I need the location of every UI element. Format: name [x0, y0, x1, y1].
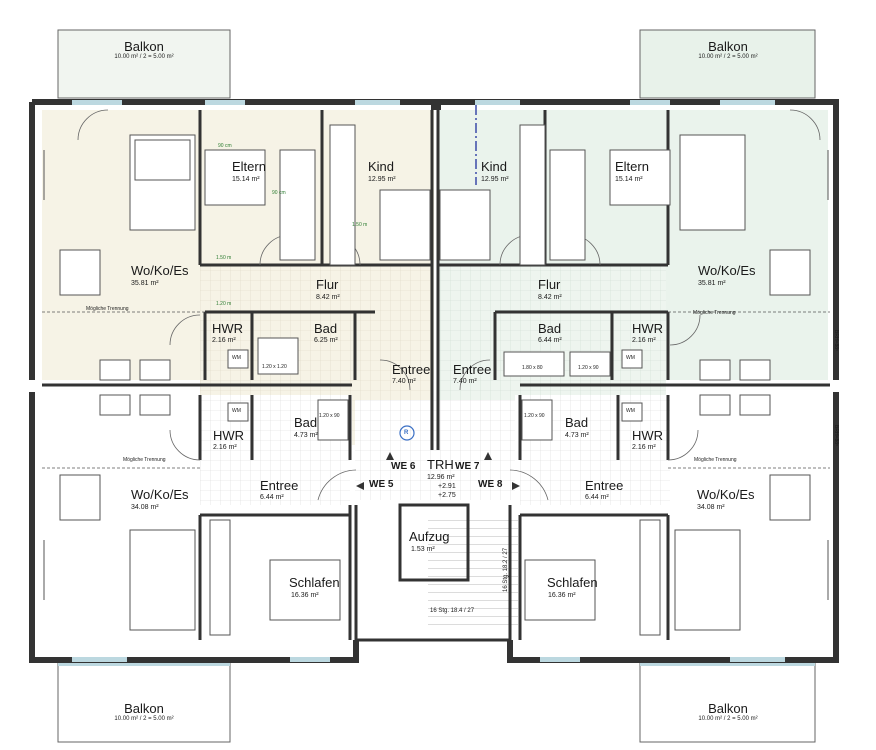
shower-tl: 1.20 x 1.20	[262, 364, 287, 370]
balkon-bl-name: Balkon	[124, 701, 164, 716]
tl-flur-area: 8.42 m²	[316, 294, 340, 301]
tr-entree-area: 7.40 m²	[453, 378, 477, 385]
outer-wall-windows	[72, 100, 785, 662]
trh-name: TRH	[427, 457, 454, 472]
bl-hwr-name: HWR	[213, 428, 245, 443]
tr-eltern-name: Eltern	[615, 159, 649, 174]
br-bad-name: Bad	[565, 415, 589, 430]
trennung-bl: Mögliche Trennung	[123, 457, 166, 463]
bath-tr: 1.80 x 80	[522, 365, 543, 371]
tl-wohn-area: 35.81 m²	[131, 280, 159, 287]
br-hwr-name: HWR	[632, 428, 664, 443]
wm-tr: WM	[626, 355, 635, 361]
tr-entree-name: Entree	[453, 362, 492, 377]
bl-bad-name: Bad	[294, 415, 318, 430]
trennung-lines	[42, 311, 830, 469]
br-wohn-name: Wo/Ko/Es	[697, 487, 755, 502]
aufzug-area: 1.53 m²	[411, 546, 435, 553]
trennung-tr: Mögliche Trennung	[693, 310, 736, 316]
balkon-br-name: Balkon	[708, 701, 748, 716]
br-entree-name: Entree	[585, 478, 624, 493]
balkon-tr-area: 10.00 m² / 2 = 5.00 m²	[698, 54, 758, 60]
tl-flur-name: Flur	[316, 277, 339, 292]
we6-label: WE 6	[391, 461, 416, 472]
tl-eltern-area: 15.14 m²	[232, 176, 260, 183]
brh-upper: BRH=88⁵	[833, 330, 839, 352]
bl-wohn-area: 34.08 m²	[131, 504, 159, 511]
brh-lower: BRH=88⁵	[833, 425, 839, 447]
tr-kind-area: 12.95 m²	[481, 176, 509, 183]
wm-tl: WM	[232, 355, 241, 361]
trennung-tl: Mögliche Trennung	[86, 306, 129, 312]
tl-kind-name: Kind	[368, 159, 395, 174]
tr-flur-area: 8.42 m²	[538, 294, 562, 301]
furniture	[59, 124, 811, 636]
balkon-bl-area: 10.00 m² / 2 = 5.00 m²	[114, 716, 174, 722]
shower-tr: 1.20 x 90	[578, 365, 599, 371]
dim-90-b: 90 cm	[272, 190, 286, 196]
br-bad-area: 4.73 m²	[565, 432, 589, 439]
br-hwr-area: 2.16 m²	[632, 444, 656, 451]
bl-entree-area: 6.44 m²	[260, 494, 284, 501]
level-lower: +2.75	[438, 492, 456, 499]
tr-eltern-area: 15.14 m²	[615, 176, 643, 183]
tl-entree-area: 7.40 m²	[392, 378, 416, 385]
br-schlafen-name: Schlafen	[547, 575, 598, 590]
interior-walls	[42, 110, 830, 660]
balkon-tr-name: Balkon	[708, 39, 748, 54]
we5-label: WE 5	[369, 479, 394, 490]
tl-eltern-name: Eltern	[232, 159, 266, 174]
room-fills	[42, 110, 830, 655]
tl-bad-name: Bad	[314, 321, 338, 336]
tl-hwr-area: 2.16 m²	[212, 337, 236, 344]
stair-label-lower: 16 Stg. 18.4 / 27	[430, 608, 475, 614]
br-schlafen-area: 16.36 m²	[548, 592, 576, 599]
bl-hwr-area: 2.16 m²	[213, 444, 237, 451]
balkon-tl-name: Balkon	[124, 39, 164, 54]
dim-150-a: 1.50 m	[216, 255, 232, 261]
balkon-br-area: 10.00 m² / 2 = 5.00 m²	[698, 716, 758, 722]
balconies	[57, 29, 816, 743]
tr-flur-name: Flur	[538, 277, 561, 292]
dim-120: 1.20 m	[216, 301, 232, 307]
trh-area: 12.96 m²	[427, 474, 455, 481]
wm-br: WM	[626, 408, 635, 414]
shower-bl: 1.20 x 90	[319, 413, 340, 419]
bl-schlafen-area: 16.36 m²	[291, 592, 319, 599]
dim-90-a: 90 cm	[218, 143, 232, 149]
tl-hwr-name: HWR	[212, 321, 244, 336]
br-entree-area: 6.44 m²	[585, 494, 609, 501]
bl-wohn-name: Wo/Ko/Es	[131, 487, 189, 502]
tl-bad-area: 6.25 m²	[314, 337, 338, 344]
aufzug-name: Aufzug	[409, 529, 450, 544]
side-windows	[43, 150, 829, 600]
balkon-tl-area: 10.00 m² / 2 = 5.00 m²	[114, 54, 174, 60]
we8-label: WE 8	[478, 479, 503, 490]
r-symbol	[399, 425, 415, 441]
tr-wohn-area: 35.81 m²	[698, 280, 726, 287]
tl-kind-area: 12.95 m²	[368, 176, 396, 183]
shower-br: 1.20 x 90	[524, 413, 545, 419]
trennung-br: Mögliche Trennung	[694, 457, 737, 463]
tr-wohn-name: Wo/Ko/Es	[698, 263, 756, 278]
tl-entree-name: Entree	[392, 362, 431, 377]
tr-hwr-area: 2.16 m²	[632, 337, 656, 344]
bl-schlafen-name: Schlafen	[289, 575, 340, 590]
bl-entree-name: Entree	[260, 478, 299, 493]
tr-bad-area: 6.44 m²	[538, 337, 562, 344]
r-symbol-label: R	[404, 430, 409, 436]
dim-150-b: 1.50 m	[352, 222, 368, 228]
br-wohn-area: 34.08 m²	[697, 504, 725, 511]
tr-bad-name: Bad	[538, 321, 562, 336]
we7-label: WE 7	[455, 461, 480, 472]
wm-bl: WM	[232, 408, 241, 414]
bl-bad-area: 4.73 m²	[294, 432, 318, 439]
tr-kind-name: Kind	[481, 159, 508, 174]
tl-wohn-name: Wo/Ko/Es	[131, 263, 189, 278]
we-arrows	[356, 452, 520, 490]
tr-hwr-name: HWR	[632, 321, 664, 336]
level-upper: +2.91	[438, 483, 456, 490]
stair-label-upper: 16 Stg. 18.2 / 27	[503, 547, 509, 592]
